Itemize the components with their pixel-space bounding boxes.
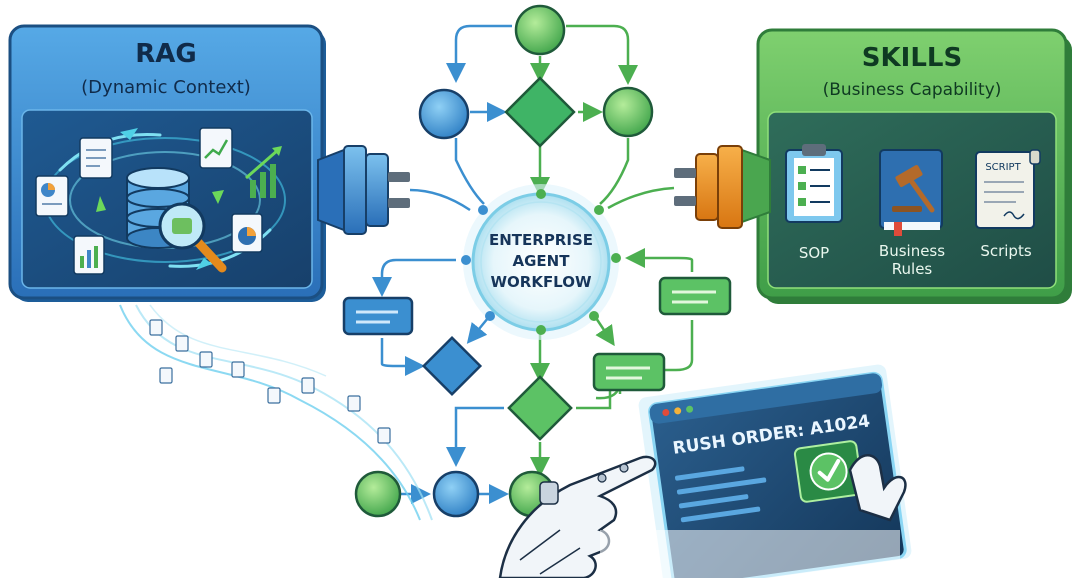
magnifier-icon [158,202,227,273]
pie-report-icon [35,175,69,217]
document-icon [267,387,281,404]
flow-node-process [342,296,414,336]
flow-node-diamond [507,375,573,441]
flow-node-diamond [421,335,483,397]
flow-node-circle [418,88,470,140]
swirl-arrow-icon [196,258,212,270]
document-icon [79,137,113,179]
flow-connectors [372,24,694,504]
check-icon [817,459,841,482]
script-scroll-icon: SCRIPT [975,149,1041,229]
data-stream [119,304,433,521]
rag-title: RAG [135,39,196,69]
swirl-arrow-icon [96,196,106,212]
skill-label-business: Business [879,242,945,260]
flow-node-diamond [504,76,576,148]
flow-node-process [658,276,732,316]
skill-label-rules: Rules [892,260,933,278]
skill-label-scripts: Scripts [980,242,1032,260]
rag-connector-plug [317,145,410,235]
swirl-arrow-icon [212,190,224,204]
document-icon [347,395,361,412]
swirl-arrow-icon [120,128,138,140]
hub-line-1: ENTERPRISE [489,231,593,249]
rag-subtitle: (Dynamic Context) [81,77,251,98]
flow-node-process [592,352,666,392]
skills-panel: SKILLS (Business Capability) SOP Busines… [756,28,1072,304]
document-icon [301,377,315,394]
agent-workflow-hub: ENTERPRISE AGENT WORKFLOW [461,184,621,340]
document-icon [231,361,245,378]
pie-document-icon [231,213,263,253]
skills-connector-plug [674,145,771,229]
flow-node-circle [514,4,566,56]
clipboard-checklist-icon [785,144,843,223]
document-icon [199,351,213,368]
document-icon [159,367,173,384]
hub-line-3: WORKFLOW [490,273,591,291]
document-icon [149,319,163,336]
gavel-book-icon [879,149,943,236]
skill-label-sop: SOP [799,244,829,262]
right-robot-hand-icon [848,454,907,522]
document-icon [175,335,189,352]
rag-panel: RAG (Dynamic Context) [8,24,326,302]
flow-node-circle [354,470,402,518]
growth-chart-icon [245,146,282,198]
skills-subtitle: (Business Capability) [823,80,1002,100]
line-chart-report-icon [199,127,233,169]
skills-title: SKILLS [862,43,962,73]
robot-hand-icon [498,454,907,578]
hub-line-2: AGENT [513,252,571,270]
flow-node-circle [432,470,480,518]
bar-report-icon [73,235,105,275]
script-icon-text: SCRIPT [985,162,1021,173]
document-icon [377,427,391,444]
flow-node-circle [602,86,654,138]
